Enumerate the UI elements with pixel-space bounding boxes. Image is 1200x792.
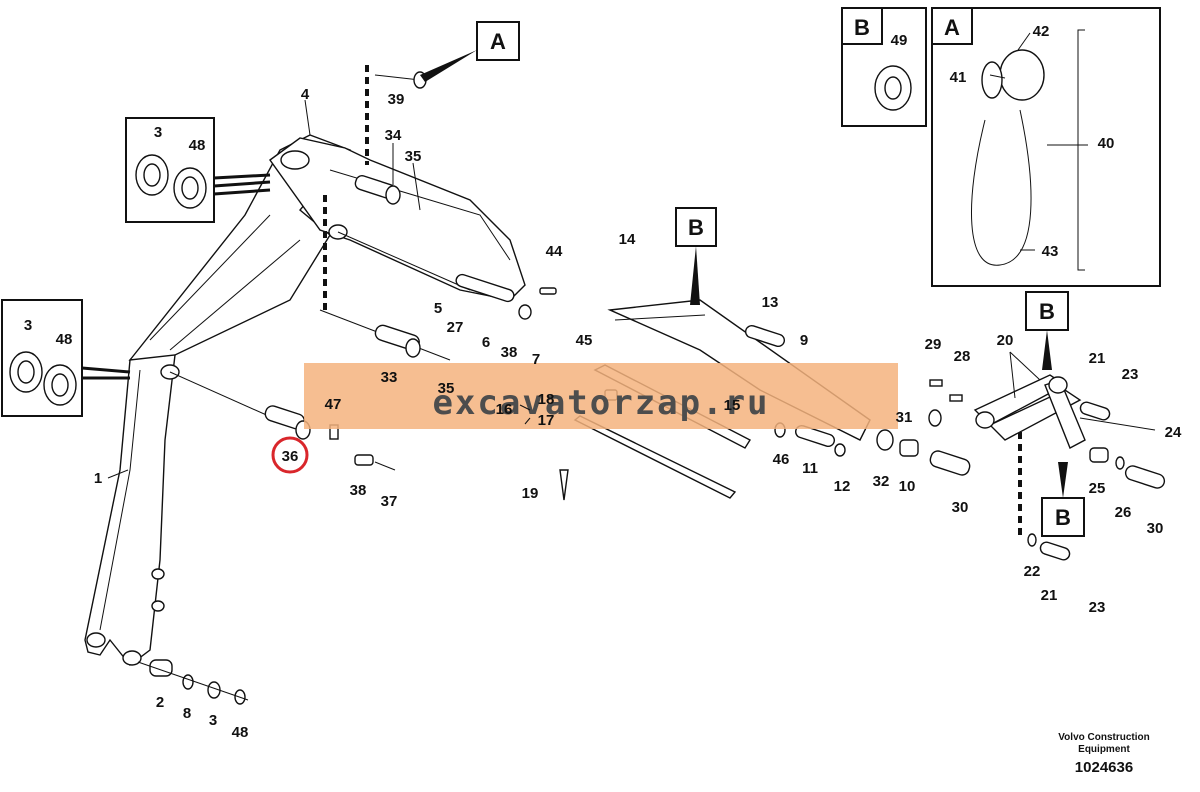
callout-38-upper: 38 — [501, 344, 518, 361]
callout-7: 7 — [532, 351, 540, 368]
callout-3-upper: 3 — [154, 124, 162, 141]
callout-32: 32 — [873, 473, 890, 490]
detail-panel-a — [931, 7, 1161, 287]
box-label: A — [490, 29, 506, 54]
detail-panel-b — [841, 7, 927, 127]
box-b-right-top: B — [1025, 291, 1069, 370]
callout-5: 5 — [434, 300, 442, 317]
box-label-b-detail: B — [854, 15, 870, 40]
callout-23-lower: 23 — [1089, 599, 1106, 616]
highlight-circle — [271, 436, 309, 474]
callout-30-left: 30 — [952, 499, 969, 516]
callout-16: 16 — [496, 401, 513, 418]
credit-line-2: Equipment — [1078, 744, 1130, 755]
callout-28: 28 — [954, 348, 971, 365]
callout-43: 43 — [1042, 243, 1059, 260]
callout-3-lower: 3 — [24, 317, 32, 334]
callout-35-upper: 35 — [405, 148, 422, 165]
box-a-top: A — [420, 21, 520, 82]
callout-10: 10 — [899, 478, 916, 495]
callout-18: 18 — [538, 391, 555, 408]
callout-33: 33 — [381, 369, 398, 386]
callout-13: 13 — [762, 294, 779, 311]
callout-17: 17 — [538, 412, 555, 429]
callout-46: 46 — [773, 451, 790, 468]
callout-26: 26 — [1115, 504, 1132, 521]
callout-14: 14 — [619, 231, 636, 248]
callout-42: 42 — [1033, 23, 1050, 40]
callout-21-upper: 21 — [1089, 350, 1106, 367]
credit-line-1: Volvo Construction — [1058, 732, 1149, 743]
callout-34: 34 — [385, 127, 402, 144]
callout-3-bottom: 3 — [209, 712, 217, 729]
callout-20: 20 — [997, 332, 1014, 349]
callout-45: 45 — [576, 332, 593, 349]
callout-41: 41 — [950, 69, 967, 86]
callout-44: 44 — [546, 243, 563, 260]
callout-27: 27 — [447, 319, 464, 336]
callout-49: 49 — [891, 32, 908, 49]
watermark-text: excavatorzap.ru — [432, 383, 769, 423]
watermark-band — [304, 363, 898, 429]
box-label: B — [1055, 505, 1071, 530]
callout-1: 1 — [94, 470, 102, 487]
box-b-arm: B — [675, 207, 717, 305]
callout-6: 6 — [482, 334, 490, 351]
callout-47: 47 — [325, 396, 342, 413]
linkage-assembly — [973, 374, 1166, 561]
callout-24: 24 — [1165, 424, 1182, 441]
washer-panel-lower — [1, 299, 131, 417]
callout-48-lower: 48 — [56, 331, 73, 348]
callout-11: 11 — [802, 460, 818, 477]
box-label: B — [688, 215, 704, 240]
callout-12: 12 — [834, 478, 851, 495]
box-b-right-bottom: B — [1041, 462, 1085, 537]
callout-39: 39 — [388, 91, 405, 108]
callout-38-lower: 38 — [350, 482, 367, 499]
callout-2: 2 — [156, 694, 164, 711]
callout-40: 40 — [1098, 135, 1115, 152]
callout-23-upper: 23 — [1122, 366, 1139, 383]
callout-21-lower: 21 — [1041, 587, 1058, 604]
callout-30-right: 30 — [1147, 520, 1164, 537]
callout-8: 8 — [183, 705, 191, 722]
callout-36: 36 — [282, 448, 299, 465]
leader-lines — [107, 32, 1156, 479]
callout-31: 31 — [896, 409, 913, 426]
callout-19: 19 — [522, 485, 539, 502]
callout-35-lower: 35 — [438, 380, 455, 397]
box-label: B — [1039, 299, 1055, 324]
document-number: 1024636 — [1075, 759, 1133, 776]
callout-48-upper: 48 — [189, 137, 206, 154]
footer: Volvo Construction Equipment 1024636 — [1058, 732, 1149, 776]
callout-48-bottom: 48 — [232, 724, 249, 741]
callout-9: 9 — [800, 332, 808, 349]
pin-39 — [374, 71, 427, 89]
callout-15: 15 — [724, 397, 741, 414]
washer-panel-upper — [125, 117, 271, 223]
right-pins — [774, 379, 971, 476]
callout-25: 25 — [1089, 480, 1106, 497]
callout-4: 4 — [301, 86, 310, 103]
callout-29: 29 — [925, 336, 942, 353]
boom-assembly — [84, 134, 526, 666]
callout-22: 22 — [1024, 563, 1041, 580]
boom-pins — [137, 175, 557, 705]
callout-labels: 1 2 3 3 3 4 5 6 7 8 9 10 11 12 13 14 15 … — [24, 23, 1182, 741]
box-label-a-detail: A — [944, 15, 960, 40]
callout-37: 37 — [381, 493, 398, 510]
